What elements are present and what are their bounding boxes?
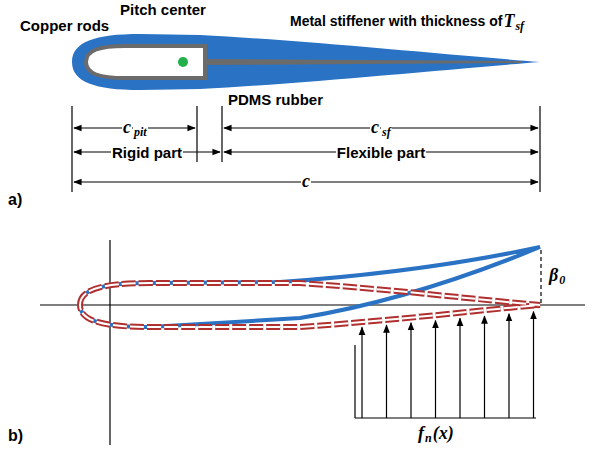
- force-arrow: [508, 314, 509, 418]
- force-arrow: [533, 312, 534, 418]
- undeformed-airfoil: [80, 283, 540, 327]
- math-subscript: pit: [133, 126, 148, 138]
- force-arrow: [435, 321, 436, 418]
- dimension-symbol: c: [370, 118, 380, 136]
- force-arrow: [386, 325, 387, 418]
- force-arrow: [484, 316, 485, 418]
- undeformed-airfoil-core: [80, 283, 540, 327]
- dimension-lines: [72, 106, 540, 192]
- force-arrow: [459, 318, 460, 418]
- math-symbol: β: [549, 266, 558, 284]
- pdms-body: [72, 34, 540, 90]
- panel-label: a): [8, 192, 22, 208]
- math-symbol: f: [418, 424, 424, 442]
- part-label: Pitch center: [120, 2, 206, 17]
- dimension-label: Rigid part: [111, 145, 183, 160]
- pitch-center-dot: [178, 57, 188, 67]
- dimension-label: Flexible part: [336, 145, 426, 160]
- part-label: PDMS rubber: [228, 92, 323, 107]
- axes: [40, 240, 585, 445]
- math-subscript: n: [425, 432, 432, 444]
- dimension-symbol: c: [301, 172, 311, 190]
- math-subscript: sf: [515, 20, 524, 32]
- part-label: Metal stiffener with thickness of: [290, 14, 502, 28]
- deformed-airfoil: [80, 247, 540, 327]
- dimension-symbol: c: [122, 118, 132, 136]
- math-symbol: (x): [433, 424, 454, 442]
- load-bracket: [355, 312, 536, 418]
- panel-label: b): [8, 428, 23, 444]
- force-arrow: [361, 327, 362, 418]
- math-subscript: 0: [559, 274, 565, 286]
- math-symbol: T: [503, 12, 514, 30]
- tip-deflection-line: [540, 250, 541, 303]
- force-arrow: [410, 323, 411, 418]
- part-label: Copper rods: [20, 18, 109, 33]
- copper-rods: [86, 46, 205, 78]
- metal-stiffener: [205, 59, 522, 65]
- math-subscript: sf: [381, 126, 392, 138]
